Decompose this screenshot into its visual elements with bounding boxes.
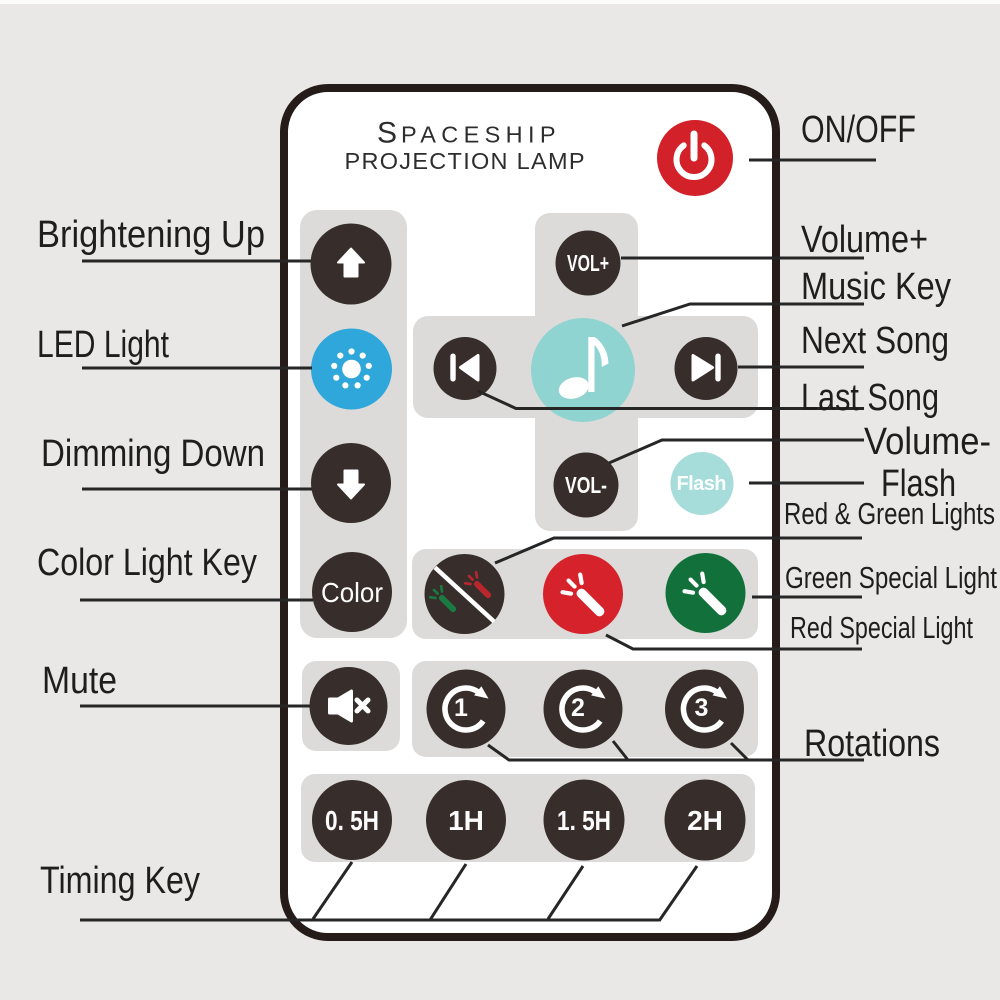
svg-text:0. 5H: 0. 5H: [325, 805, 379, 836]
svg-text:1. 5H: 1. 5H: [557, 805, 611, 836]
svg-text:Volume-: Volume-: [864, 421, 991, 463]
svg-text:Volume+: Volume+: [801, 219, 928, 261]
svg-text:Color: Color: [321, 577, 383, 608]
svg-text:Next Song: Next Song: [801, 320, 949, 362]
svg-text:VOL-: VOL-: [565, 472, 607, 498]
svg-text:3: 3: [695, 694, 709, 722]
svg-text:VOL+: VOL+: [567, 250, 609, 276]
svg-text:Mute: Mute: [42, 660, 117, 702]
svg-text:Dimming Down: Dimming Down: [41, 433, 265, 475]
svg-text:Rotations: Rotations: [804, 723, 940, 765]
svg-text:Brightening Up: Brightening Up: [37, 214, 265, 256]
svg-text:1H: 1H: [448, 805, 484, 836]
svg-text:LED Light: LED Light: [37, 324, 169, 366]
svg-text:Timing Key: Timing Key: [40, 860, 200, 902]
svg-text:PACESHIP: PACESHIP: [401, 122, 556, 148]
svg-text:Green Special Light: Green Special Light: [785, 560, 997, 595]
svg-text:ON/OFF: ON/OFF: [801, 109, 916, 151]
svg-text:Last Song: Last Song: [801, 377, 939, 419]
svg-text:1: 1: [454, 694, 468, 722]
svg-text:2: 2: [571, 694, 585, 722]
svg-text:Flash: Flash: [677, 473, 727, 495]
svg-text:Flash: Flash: [881, 463, 956, 505]
svg-text:2H: 2H: [687, 805, 723, 836]
svg-text:Color Light Key: Color Light Key: [37, 542, 257, 584]
svg-text:Music Key: Music Key: [801, 266, 951, 308]
svg-text:Red Special Light: Red Special Light: [790, 610, 973, 645]
svg-text:PROJECTION LAMP: PROJECTION LAMP: [345, 148, 585, 174]
svg-text:S: S: [377, 117, 397, 150]
svg-text:Red & Green Lights: Red & Green Lights: [784, 496, 995, 531]
